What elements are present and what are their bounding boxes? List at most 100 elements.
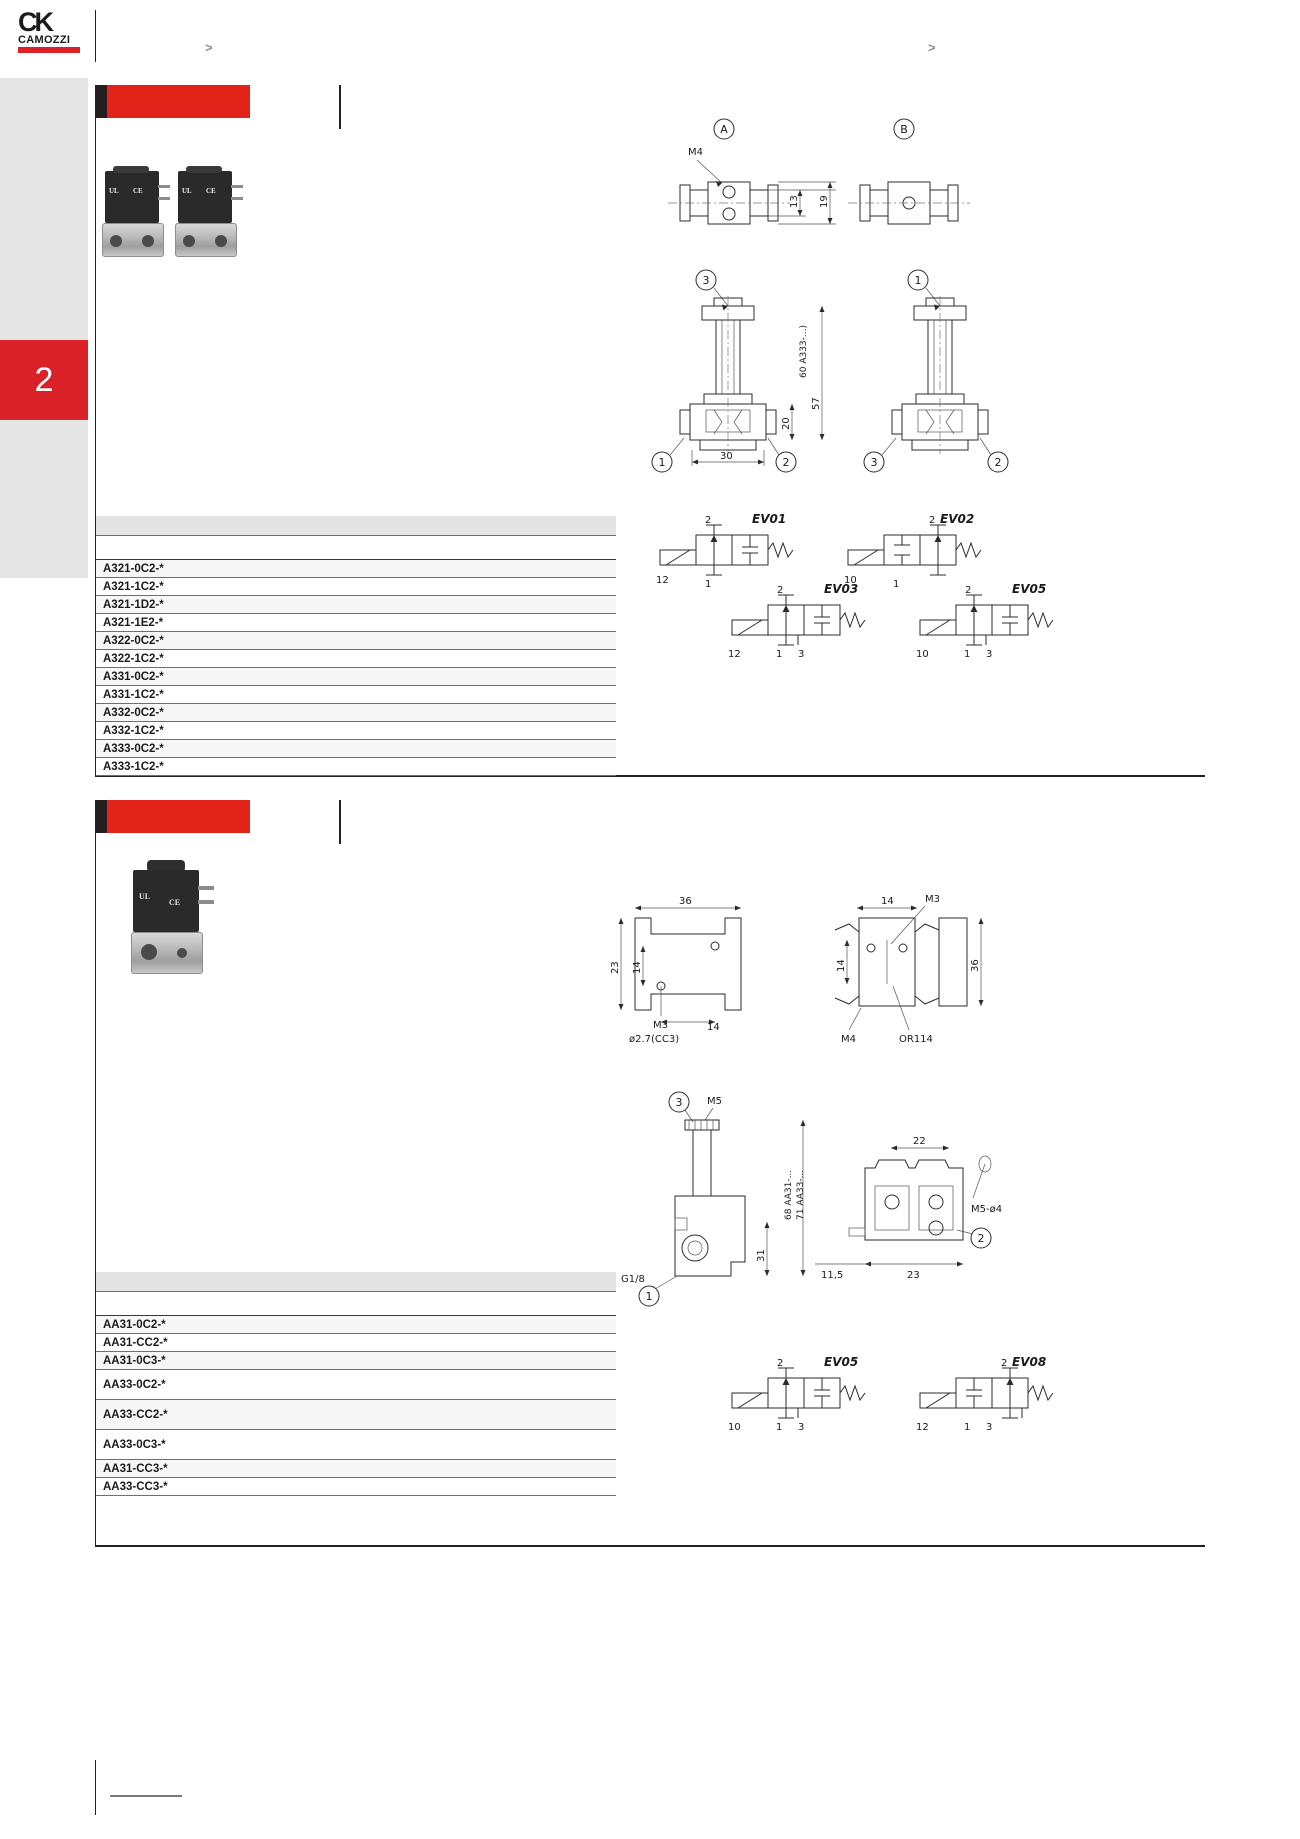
part-code: A332-1C2-* [103,724,164,737]
aa3x-ev05-bottom-port: 1 [776,1422,782,1433]
part-code: AA33-CC2-* [103,1408,168,1421]
aa3x-label-m3-right: M3 [925,894,940,905]
table-row[interactable]: AA33-CC2-* [96,1400,616,1430]
ul-mark-right: UL [182,187,192,195]
aa3x-dim-115: 11,5 [821,1270,843,1281]
part-code: A333-0C2-* [103,742,164,755]
ul-mark-aa3x: UL [139,892,151,901]
aa3x-label-m5-d4: M5-ø4 [971,1204,1002,1215]
ev03-bottom-port: 1 [776,649,782,660]
coil-pin-right-2 [231,197,243,200]
aa3x-label-m5: M5 [707,1096,722,1107]
table-aa3x-subheader-band [96,1292,616,1316]
part-code: A331-0C2-* [103,670,164,683]
balloon-3-b: 3 [871,456,878,469]
section1-bottom-rule [95,775,1205,777]
aa3x-dia-note: ø2.7(CC3) [629,1034,679,1045]
aa3x-dim-23: 23 [610,961,621,974]
table-row[interactable]: A333-1C2-* [96,758,616,776]
view-a-label: A [720,123,728,136]
aa3x-ev05-left-port: 10 [728,1422,741,1433]
table-row[interactable]: A321-1D2-* [96,596,616,614]
aa3x-dim-71-note: 71 AA33-... [796,1170,806,1220]
ev01-bottom-port: 1 [705,579,711,590]
table-row[interactable]: A321-0C2-* [96,560,616,578]
table-row[interactable]: A322-0C2-* [96,632,616,650]
part-code: A321-1D2-* [103,598,164,611]
table-row[interactable]: AA33-0C2-* [96,1370,616,1400]
brand-logo: CK CAMOZZI [18,9,84,53]
balloon-2-a: 2 [783,456,790,469]
table-row[interactable]: A321-1E2-* [96,614,616,632]
ev05-top-port: 2 [965,585,971,596]
logo-wordmark: CAMOZZI [18,34,71,46]
symbols-aa3x: 2 1 10 3 EV05 2 1 12 3 [728,1355,1054,1433]
part-code: A322-0C2-* [103,634,164,647]
aa3x-balloon-1: 1 [646,1290,653,1303]
balloon-1-b: 1 [915,274,922,287]
ev02-bottom-port: 1 [893,579,899,590]
coil-pin-left-1 [158,185,170,188]
table-row[interactable]: AA31-CC3-* [96,1460,616,1478]
part-code: A321-0C2-* [103,562,164,575]
aa3x-dim-23-bottom: 23 [907,1270,920,1281]
part-code: AA31-CC2-* [103,1336,168,1349]
dim-30: 30 [720,451,733,462]
table-row[interactable]: A331-0C2-* [96,668,616,686]
balloon-2-b: 2 [995,456,1002,469]
table-row[interactable]: AA31-CC2-* [96,1334,616,1352]
section1-title-red-block [107,85,250,118]
symbol-ev03: 2 1 12 3 EV03 [728,582,866,660]
section1-title-black-block [95,85,107,118]
balloon-1-a: 1 [659,456,666,469]
coil-top-ring [147,860,185,872]
table-row[interactable]: A333-0C2-* [96,740,616,758]
aa3x-ev08-left-port: 12 [916,1422,929,1433]
table-row[interactable]: A322-1C2-* [96,650,616,668]
ev03-top-port: 2 [777,585,783,596]
table-row[interactable]: A332-0C2-* [96,704,616,722]
logo-underline-bar [18,47,80,53]
section2-title-tick [339,800,341,844]
view-a-top-geometry: 13 19 [668,181,836,225]
table-row[interactable]: AA31-0C2-* [96,1316,616,1334]
aa3x-dim-14-left: 14 [836,959,847,972]
view-b-top-geometry [848,181,970,225]
dim-13: 13 [789,195,800,208]
aa3x-right-view: 14 M3 14 36 M4 OR114 [834,894,984,1045]
part-code: A321-1E2-* [103,616,164,629]
coil-pin-aa3x-2 [198,900,214,904]
table-aa3x-body: AA31-0C2-* AA31-CC2-* AA31-0C3-* AA33-0C2-*… [96,1316,616,1496]
valve-port-right-1 [183,235,195,247]
table-row[interactable]: A331-1C2-* [96,686,616,704]
table-row[interactable]: AA33-CC3-* [96,1478,616,1496]
chapter-number: 2 [34,360,54,399]
aa3x-ev05-top-port: 2 [777,1358,783,1369]
part-code: AA31-0C3-* [103,1354,166,1367]
valve-port-left-1 [110,235,122,247]
ev05-third-port: 3 [986,649,992,660]
product-photo-aa3x: UL CE [125,860,235,1000]
balloon-3-a: 3 [703,274,710,287]
ul-mark-left: UL [109,187,119,195]
table-row[interactable]: A321-1C2-* [96,578,616,596]
solenoid-coil-right [178,171,232,223]
part-code: A321-1C2-* [103,580,164,593]
symbol-ev02: 2 1 10 EV02 [844,512,982,590]
ev03-name: EV03 [824,582,858,596]
aa3x-dim-22: 22 [913,1136,926,1147]
section1-title-tick [339,85,341,129]
ev01-top-port: 2 [705,515,711,526]
aa3x-label-or114: OR114 [899,1034,933,1045]
table-row[interactable]: AA33-0C3-* [96,1430,616,1460]
symbol-ev01: 2 1 12 EV01 [656,512,794,590]
table-row[interactable]: AA31-0C3-* [96,1352,616,1370]
part-code: AA33-0C2-* [103,1378,166,1391]
drawing-a3xx-views: A B M4 13 19 [651,118,1009,473]
aa3x-balloon-2: 2 [978,1232,985,1245]
ev05-left-port: 10 [916,649,929,660]
table-a3xx: A321-0C2-* A321-1C2-* A321-1D2-* A321-1E2-*… [96,516,616,776]
table-row[interactable]: A332-1C2-* [96,722,616,740]
aa3x-ev08-bottom-port: 1 [964,1422,970,1433]
